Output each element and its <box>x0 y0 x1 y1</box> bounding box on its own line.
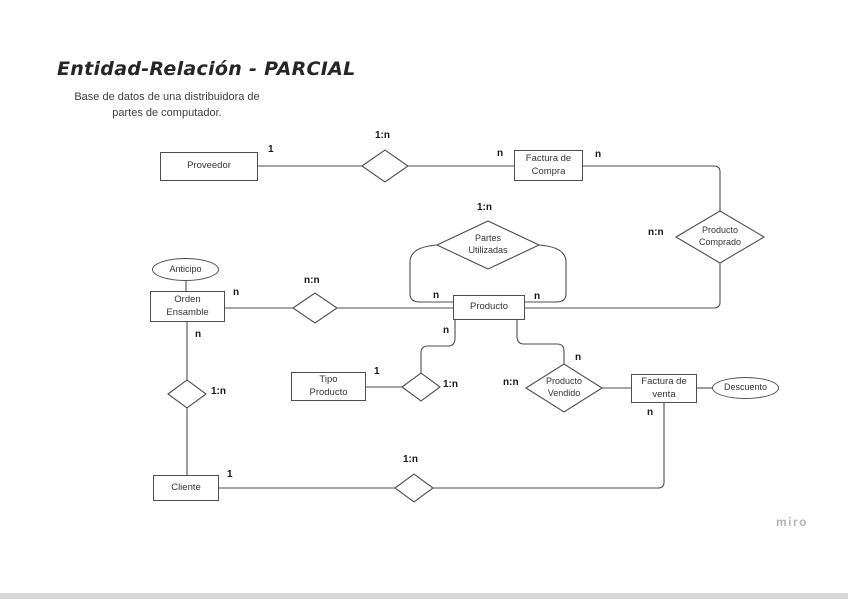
cardinality-producto-top-left: n <box>433 290 440 301</box>
attribute-descuento[interactable]: Descuento <box>712 377 779 399</box>
relationship-label-producto-vendido: Producto Vendido <box>545 376 583 398</box>
connector-producto-comprado-producto[interactable] <box>525 263 721 309</box>
connector-partes-utilizadas-right[interactable] <box>525 244 567 303</box>
cardinality-producto-vendido-left: n:n <box>503 377 519 388</box>
relationship-diamonds <box>167 149 766 503</box>
diagram-title: Entidad-Relación - PARCIAL <box>57 58 356 80</box>
cardinality-venta-rel-top: 1:n <box>403 454 418 465</box>
cardinality-producto-vendido-top: n <box>575 352 582 363</box>
entity-cliente[interactable]: Cliente <box>153 475 219 501</box>
connector-producto-rel-tipo[interactable] <box>420 320 456 373</box>
cardinality-factura-venta-bottom: n <box>647 407 654 418</box>
relationship-diamond-partes-utilizadas[interactable] <box>435 220 541 270</box>
cardinality-tipo-producto-right: 1 <box>374 366 380 377</box>
cardinality-proveedor-right: 1 <box>268 144 274 155</box>
cardinality-tipo-rel-right: 1:n <box>443 379 458 390</box>
relationship-diamond-compra[interactable] <box>361 149 409 183</box>
cardinality-orden-ensamble-bottom: n <box>195 329 202 340</box>
relationship-diamond-producto-vendido[interactable] <box>524 363 604 413</box>
cardinality-factura-compra-left: n <box>497 148 504 159</box>
relationship-label-producto-comprado: Producto Comprado <box>698 225 742 247</box>
connector-partes-utilizadas-left[interactable] <box>409 244 453 303</box>
entity-orden-ensamble[interactable]: Orden Ensamble <box>150 291 225 322</box>
entity-factura-compra[interactable]: Factura de Compra <box>514 150 583 181</box>
relationship-diamond-venta[interactable] <box>394 473 434 503</box>
cardinality-orden-cliente-rel-right: 1:n <box>211 386 226 397</box>
connector-factura-compra-producto-comprado[interactable] <box>583 165 721 211</box>
cardinality-producto-comprado-left: n:n <box>648 227 664 238</box>
subtitle-line-1: Base de datos de una distribuidora de <box>74 91 260 103</box>
relationship-label-partes-utilizadas: Partes Utilizadas <box>468 233 508 255</box>
entity-proveedor[interactable]: Proveedor <box>160 152 258 181</box>
cardinality-factura-compra-right: n <box>595 149 602 160</box>
cardinality-compra-rel-top: 1:n <box>375 130 390 141</box>
cardinality-producto-bottom-left: n <box>443 325 450 336</box>
subtitle-line-2: partes de computador. <box>112 106 222 119</box>
attribute-anticipo[interactable]: Anticipo <box>152 258 219 281</box>
cardinality-partes-utilizadas-top: 1:n <box>477 202 492 213</box>
cardinality-ensamble-rel-top: n:n <box>304 275 320 286</box>
entity-producto[interactable]: Producto <box>453 295 525 320</box>
miro-watermark: miro <box>776 515 809 529</box>
relationship-diamond-orden-cliente[interactable] <box>167 379 207 409</box>
connectors <box>185 165 721 489</box>
cardinality-producto-top-right: n <box>534 291 541 302</box>
connector-producto-producto-vendido[interactable] <box>516 320 565 364</box>
bottom-strip <box>0 593 848 599</box>
relationship-diamond-producto-comprado[interactable] <box>674 210 766 264</box>
connector-rel-factura-venta[interactable] <box>433 403 665 489</box>
cardinality-cliente-right: 1 <box>227 469 233 480</box>
entity-tipo-producto[interactable]: Tipo Producto <box>291 372 366 401</box>
relationship-diamond-ensamble-producto[interactable] <box>292 292 338 324</box>
cardinality-orden-ensamble-right: n <box>233 287 240 298</box>
diagram-subtitle: Base de datos de una distribuidora de pa… <box>66 90 268 122</box>
relationship-diamond-tipo[interactable] <box>401 372 441 402</box>
entity-factura-venta[interactable]: Factura de venta <box>631 374 697 403</box>
